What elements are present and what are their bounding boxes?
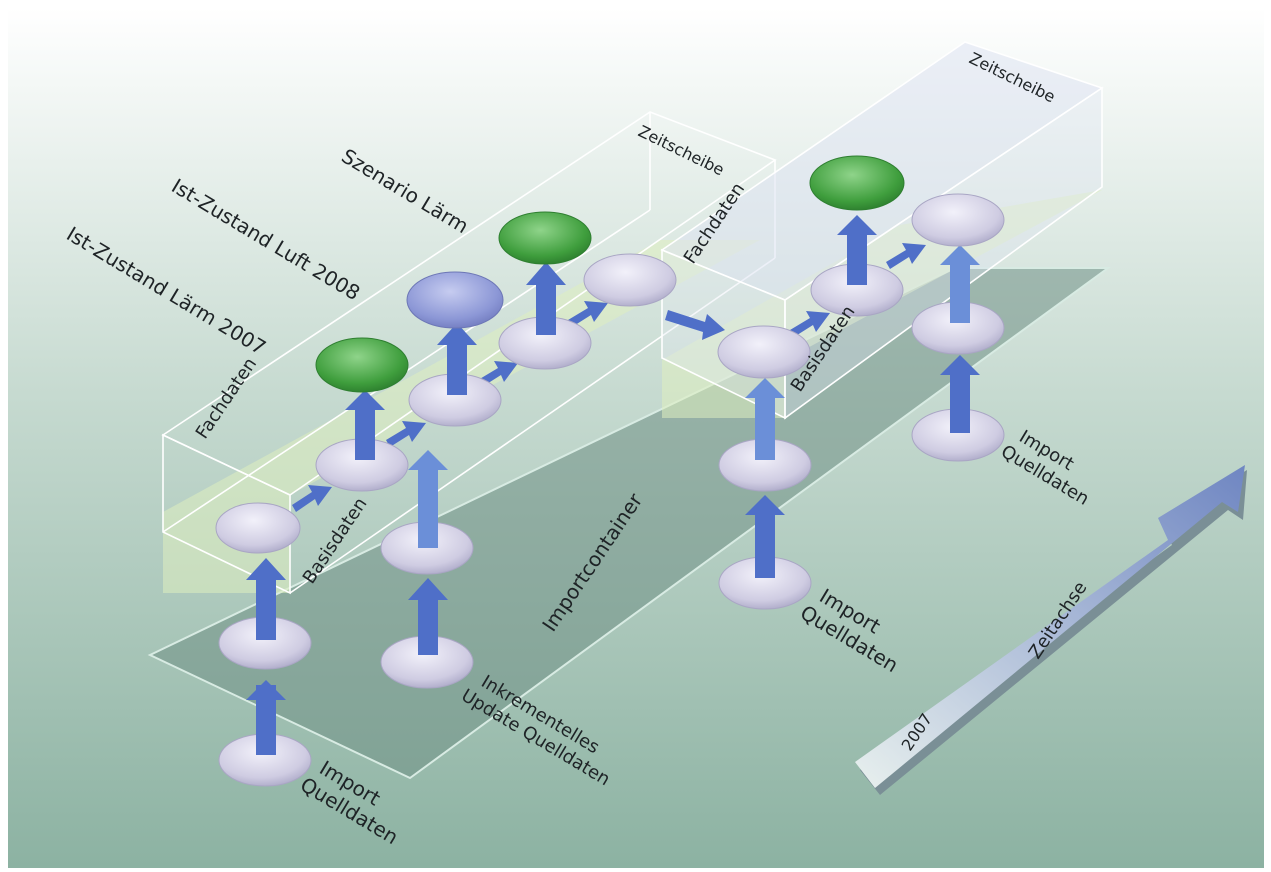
- arrow-shaft-top-5: [355, 410, 375, 460]
- disk-fach-green-3: [809, 155, 905, 211]
- disk-basis-1: [215, 502, 301, 554]
- arrow-diag-5: [665, 310, 725, 340]
- arrow-shaft-top-10: [847, 235, 867, 285]
- disk-basis-6: [717, 325, 811, 379]
- arrow-shaft-top-8: [755, 515, 775, 578]
- arrow-shaft-top-4: [418, 470, 438, 548]
- arrow-diag-7: [886, 243, 926, 269]
- arrow-shaft-top-3: [418, 600, 438, 655]
- basisdaten-band-left: [163, 240, 760, 593]
- disk-fach-green-2: [498, 211, 592, 265]
- arrow-diag-6: [790, 311, 830, 337]
- arrow-shaft-top-7: [536, 285, 556, 335]
- arrow-shaft-top-6: [447, 345, 467, 395]
- disk-basis-8: [911, 193, 1005, 247]
- arrow-diag-1: [292, 485, 332, 512]
- disk-fach-green-1: [315, 337, 409, 393]
- arrow-diag-3: [478, 361, 518, 387]
- arrow-shaft-top-12: [950, 265, 970, 323]
- disk-basis-5: [583, 253, 677, 307]
- timeslice-box-right-side: [784, 86, 1103, 420]
- arrow-shaft-top-11: [950, 375, 970, 433]
- arrow-shaft-top-9: [755, 398, 775, 460]
- time-axis-arrow: [855, 465, 1247, 795]
- arrow-diag-2: [386, 421, 426, 447]
- arrow-shaft-top-1: [256, 685, 276, 755]
- disk-fach-blue: [406, 271, 504, 329]
- arrow-shaft-top-2: [256, 585, 276, 640]
- arrow-diag-4: [568, 301, 608, 327]
